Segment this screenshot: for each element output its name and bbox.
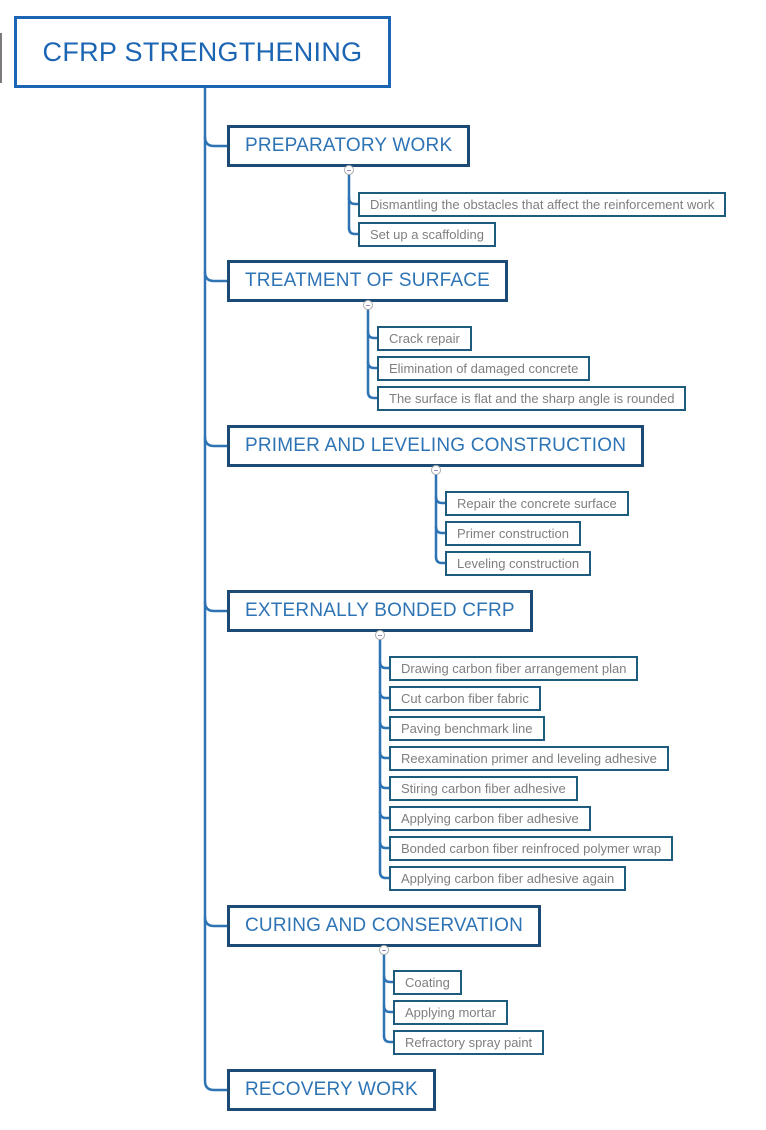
sub-topic[interactable]: Drawing carbon fiber arrangement plan [389, 656, 639, 681]
collapse-minus-icon[interactable] [363, 300, 373, 310]
sub-topic[interactable]: Elimination of damaged concrete [377, 356, 591, 381]
sub-topic[interactable]: Cut carbon fiber fabric [389, 686, 541, 711]
sub-topic[interactable]: Bonded carbon fiber reinfroced polymer w… [389, 836, 674, 861]
sub-topic[interactable]: Leveling construction [445, 551, 592, 576]
main-topic[interactable]: EXTERNALLY BONDED CFRP [227, 590, 533, 632]
sub-topic[interactable]: Refractory spray paint [393, 1030, 545, 1055]
central-topic[interactable]: CFRP STRENGTHENING [14, 16, 391, 88]
collapse-minus-icon[interactable] [344, 165, 354, 175]
sub-topic[interactable]: Applying carbon fiber adhesive again [389, 866, 627, 891]
sub-topic[interactable]: Dismantling the obstacles that affect th… [358, 192, 727, 217]
sub-topic[interactable]: The surface is flat and the sharp angle … [377, 386, 687, 411]
collapse-minus-icon[interactable] [379, 945, 389, 955]
main-topic[interactable]: PRIMER AND LEVELING CONSTRUCTION [227, 425, 645, 467]
main-topic[interactable]: CURING AND CONSERVATION [227, 905, 542, 947]
collapse-minus-icon[interactable] [431, 465, 441, 475]
sub-topic[interactable]: Coating [393, 970, 462, 995]
sub-topic[interactable]: Reexamination primer and leveling adhesi… [389, 746, 669, 771]
sub-topic[interactable]: Applying mortar [393, 1000, 509, 1025]
sub-topic[interactable]: Applying carbon fiber adhesive [389, 806, 591, 831]
main-topic[interactable]: RECOVERY WORK [227, 1069, 436, 1111]
sub-topic[interactable]: Stiring carbon fiber adhesive [389, 776, 578, 801]
collapse-minus-icon[interactable] [375, 630, 385, 640]
sub-topic[interactable]: Primer construction [445, 521, 581, 546]
sub-topic[interactable]: Crack repair [377, 326, 472, 351]
main-topic[interactable]: TREATMENT OF SURFACE [227, 260, 509, 302]
sub-topic[interactable]: Paving benchmark line [389, 716, 545, 741]
main-topic[interactable]: PREPARATORY WORK [227, 125, 471, 167]
sub-topic[interactable]: Set up a scaffolding [358, 222, 496, 247]
canvas-edge-line [0, 33, 2, 83]
sub-topic[interactable]: Repair the concrete surface [445, 491, 629, 516]
